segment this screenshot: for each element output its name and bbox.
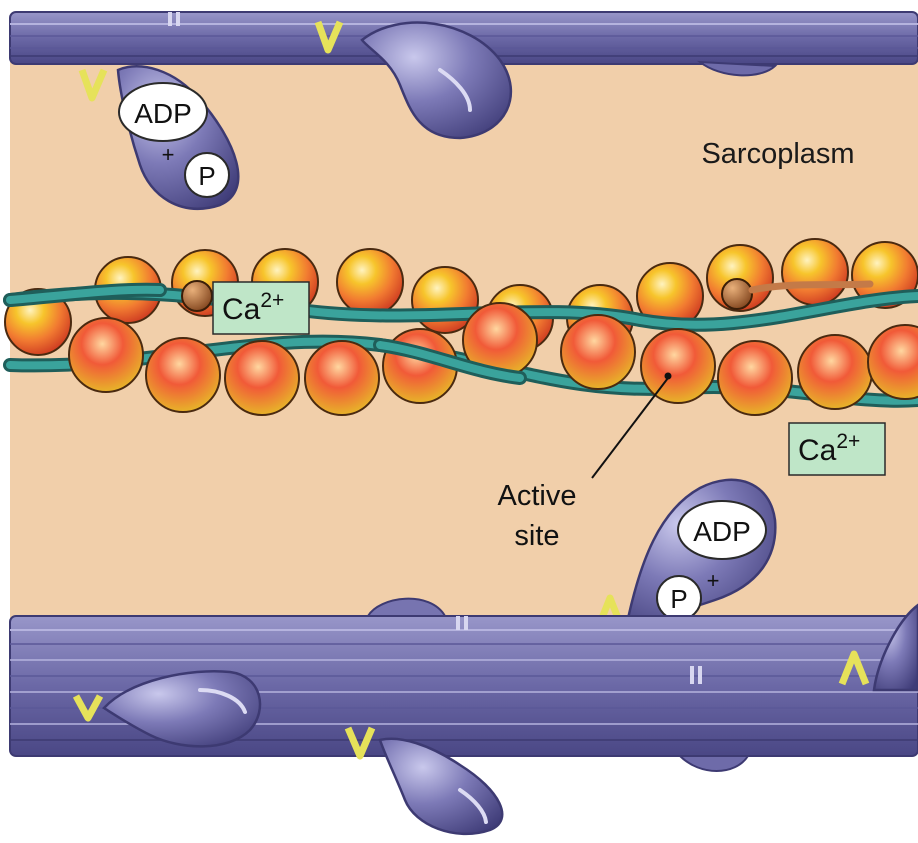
actin-bead-icon: [718, 341, 792, 415]
calcium-symbol: Ca: [798, 434, 837, 467]
actin-bead-icon: [305, 341, 379, 415]
myosin-head-icon: [680, 756, 748, 771]
sarcoplasm-label: Sarcoplasm: [701, 138, 854, 170]
active-site-label-line2: site: [514, 520, 559, 552]
actin-bead-icon: [337, 249, 403, 315]
troponin-icon: [722, 279, 752, 309]
actin-bead-icon: [225, 341, 299, 415]
active-site-dot: [665, 373, 672, 380]
calcium-charge: 2+: [260, 289, 284, 312]
adp-label: ADP: [693, 516, 751, 547]
phosphate-label: P: [198, 161, 215, 191]
active-site-label-line1: Active: [498, 480, 577, 512]
phosphate-label: P: [670, 584, 687, 614]
calcium-symbol: Ca: [222, 293, 261, 326]
calcium-ion-label: Ca2+: [789, 423, 885, 475]
actin-bead-icon: [641, 329, 715, 403]
calcium-charge: 2+: [836, 430, 860, 453]
actin-bead-icon: [69, 318, 143, 392]
plus-sign: +: [162, 142, 175, 167]
actin-bead-icon: [146, 338, 220, 412]
troponin-icon: [182, 281, 212, 311]
actin-bead-icon: [561, 315, 635, 389]
calcium-ion-label: Ca2+: [213, 282, 309, 334]
actin-bead-icon: [782, 239, 848, 305]
actin-bead-icon: [798, 335, 872, 409]
plus-sign: +: [707, 568, 720, 593]
adp-label: ADP: [134, 98, 192, 129]
